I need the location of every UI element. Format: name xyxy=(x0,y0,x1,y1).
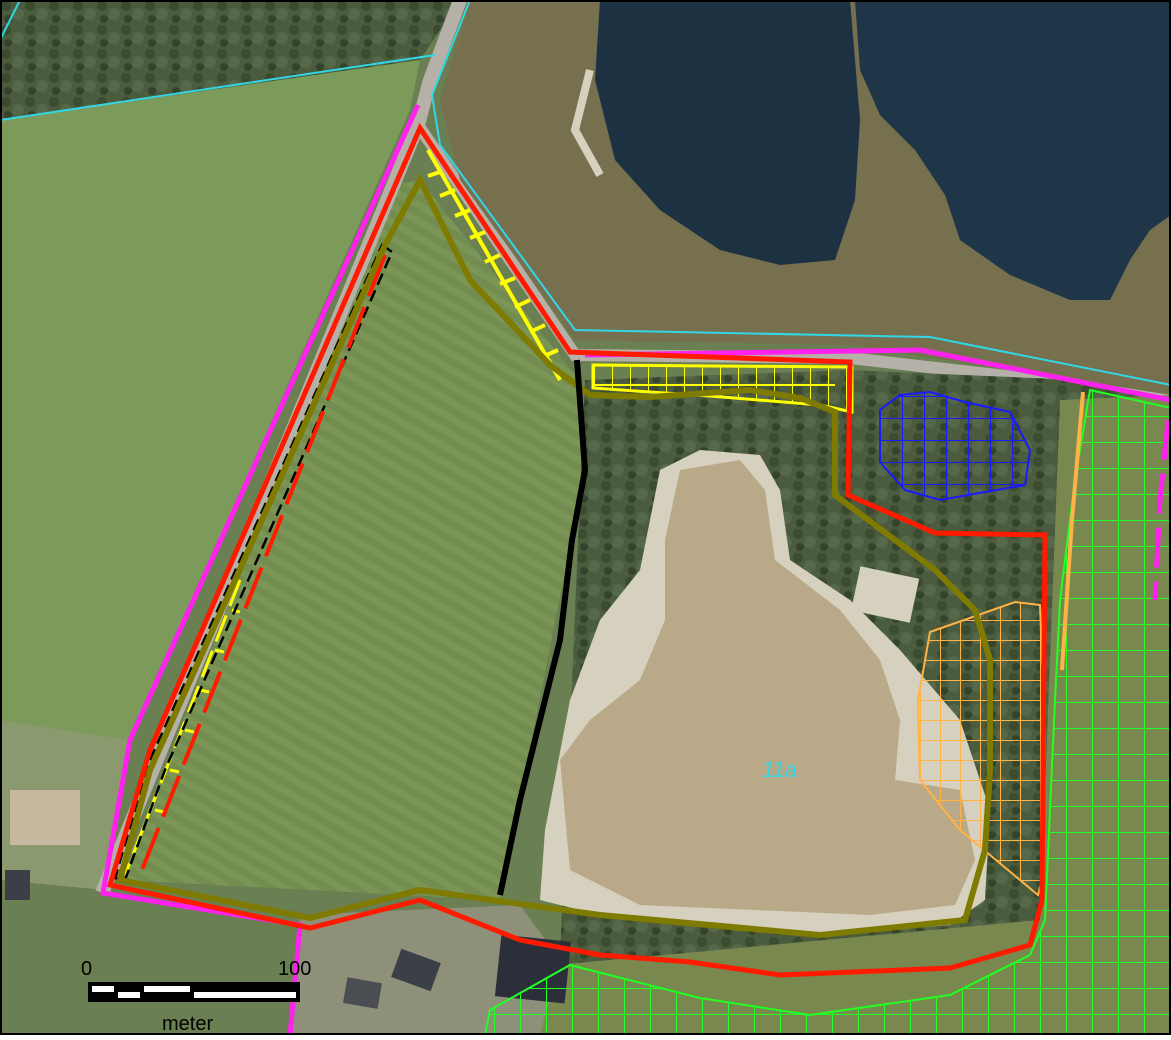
magenta-boundary-north xyxy=(584,347,1171,403)
black-line xyxy=(497,359,589,896)
paddock xyxy=(10,790,80,845)
building-small-2 xyxy=(343,977,382,1009)
woodland-top-left xyxy=(0,0,460,120)
road-west xyxy=(95,0,467,896)
building-small-1 xyxy=(391,948,441,992)
cyan-line-corner xyxy=(0,0,21,41)
clearing-pad xyxy=(851,566,920,623)
red-boundary[interactable] xyxy=(106,122,1048,978)
lake-north-west xyxy=(595,0,860,265)
yellow-slope-hatch xyxy=(426,149,562,381)
cyan-line-north-west xyxy=(0,54,436,121)
lake-north-east xyxy=(855,0,1171,300)
magenta-boundary xyxy=(100,103,421,1036)
area-label: 11a xyxy=(762,757,797,782)
scale-segment-2 xyxy=(118,992,140,998)
scale-start-label: 0 xyxy=(81,958,92,980)
quarry-pond xyxy=(560,460,975,915)
field-main xyxy=(120,180,585,900)
scale-unit-label: meter xyxy=(162,1013,213,1035)
scale-segment-1 xyxy=(92,986,114,992)
scale-end-label: 100 xyxy=(278,958,311,980)
building-west xyxy=(5,870,30,900)
orange-line-east xyxy=(1060,391,1085,671)
magenta-dash-east xyxy=(1152,419,1171,601)
field-west xyxy=(0,60,420,740)
scale-segment-4 xyxy=(194,992,296,998)
blue-grid-pond[interactable] xyxy=(879,390,1032,502)
scale-segment-3 xyxy=(144,986,190,992)
lake-north-shore xyxy=(570,69,604,177)
scale-bar: 0 100 meter xyxy=(81,958,311,1035)
cyan-line-north xyxy=(430,0,1171,386)
olive-boundary[interactable] xyxy=(116,173,993,939)
